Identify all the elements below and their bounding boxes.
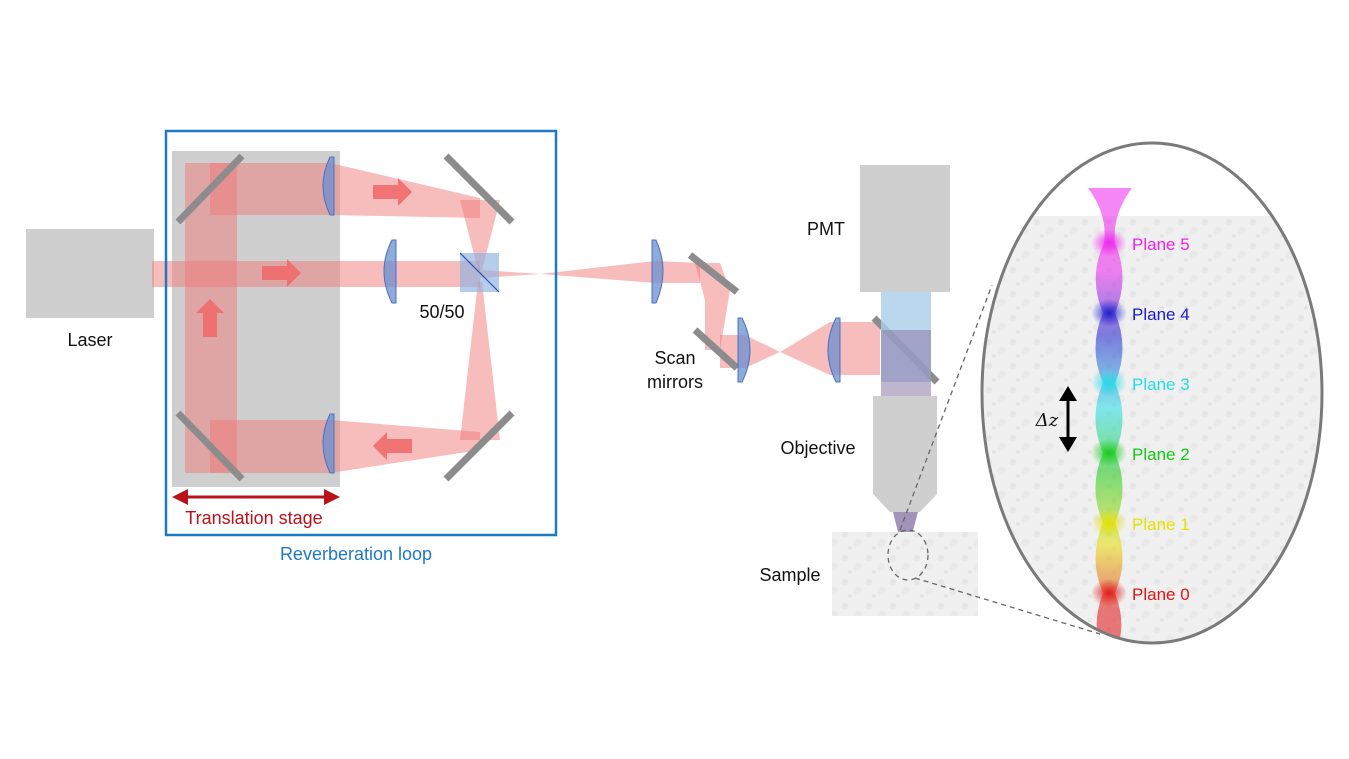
lenses [322,156,841,474]
sample-block [832,532,978,616]
mirror-stage-top [175,153,245,225]
lens-stage-bottom [322,413,335,474]
beam-paths [152,163,880,473]
focus-spot-plane-4 [1091,299,1127,327]
plane-1-label: Plane 1 [1132,515,1190,534]
beam-splitter-to-bottom [460,282,500,440]
translation-stage-label: Translation stage [185,508,322,528]
splitter-label: 50/50 [419,302,464,322]
pmt-label: PMT [807,219,845,239]
plane-3-label: Plane 3 [1132,375,1190,394]
translation-stage-arrow [172,489,340,505]
plane-0-label: Plane 0 [1132,585,1190,604]
excitation-path-down [881,330,931,396]
mirror-loop-bottom [443,410,515,482]
plane-2-label: Plane 2 [1132,445,1190,464]
arrow-right-top [373,178,412,206]
mirrors [175,153,940,482]
focus-spot-plane-3 [1091,369,1127,397]
multi-plane-beam-column [1088,188,1132,643]
arrow-right-mid [262,259,301,287]
plane-5-label: Plane 5 [1132,235,1190,254]
lens-stage-top [322,156,335,216]
focus-spot-plane-0 [1091,579,1127,607]
focus-spot-plane-2 [1091,439,1127,467]
sample-label: Sample [759,565,820,585]
objective-label: Objective [780,438,855,458]
scan-mirror-2 [692,327,740,371]
laser-label: Laser [67,330,112,350]
lens-input [383,239,397,304]
beam-scan-path [695,263,730,350]
objective-body [873,396,937,512]
zoom-line-top [899,284,993,531]
lens-scan [651,239,664,304]
beam-arrows [196,178,412,460]
delta-z-label: Δz [1035,410,1059,431]
mirror-loop-top [443,153,515,225]
reverberation-loop-label: Reverberation loop [280,544,432,564]
scan-mirror-1 [687,252,740,295]
beam-top-to-splitter [460,200,500,270]
laser-box [26,229,154,318]
beam-top-arm [210,163,480,218]
zoom-inset-border [980,141,1324,645]
scan-mirrors-label-line1: Scan [654,348,695,368]
reverberation-loop-frame [164,129,558,537]
arrow-up-left [196,299,224,337]
mirror-stage-bottom [175,410,245,482]
arrow-left-bottom [373,432,412,460]
zoom-region-circle [887,529,929,581]
pmt-box [860,165,950,292]
plane-4-label: Plane 4 [1132,305,1190,324]
zoom-inset [982,143,1322,643]
inset-sample-texture [982,216,1322,643]
lens-relay-1 [737,317,751,383]
focus-spot-plane-5 [1091,229,1127,257]
beam-splitter-to-lens [480,261,700,283]
lens-relay-2 [827,317,841,383]
beam-splitter-diagonal [459,252,500,293]
delta-z-arrow [1059,386,1077,452]
scan-mirrors-label-line2: mirrors [647,372,703,392]
beam-bottom-arm [210,420,480,473]
focus-spot-plane-1 [1091,509,1127,537]
